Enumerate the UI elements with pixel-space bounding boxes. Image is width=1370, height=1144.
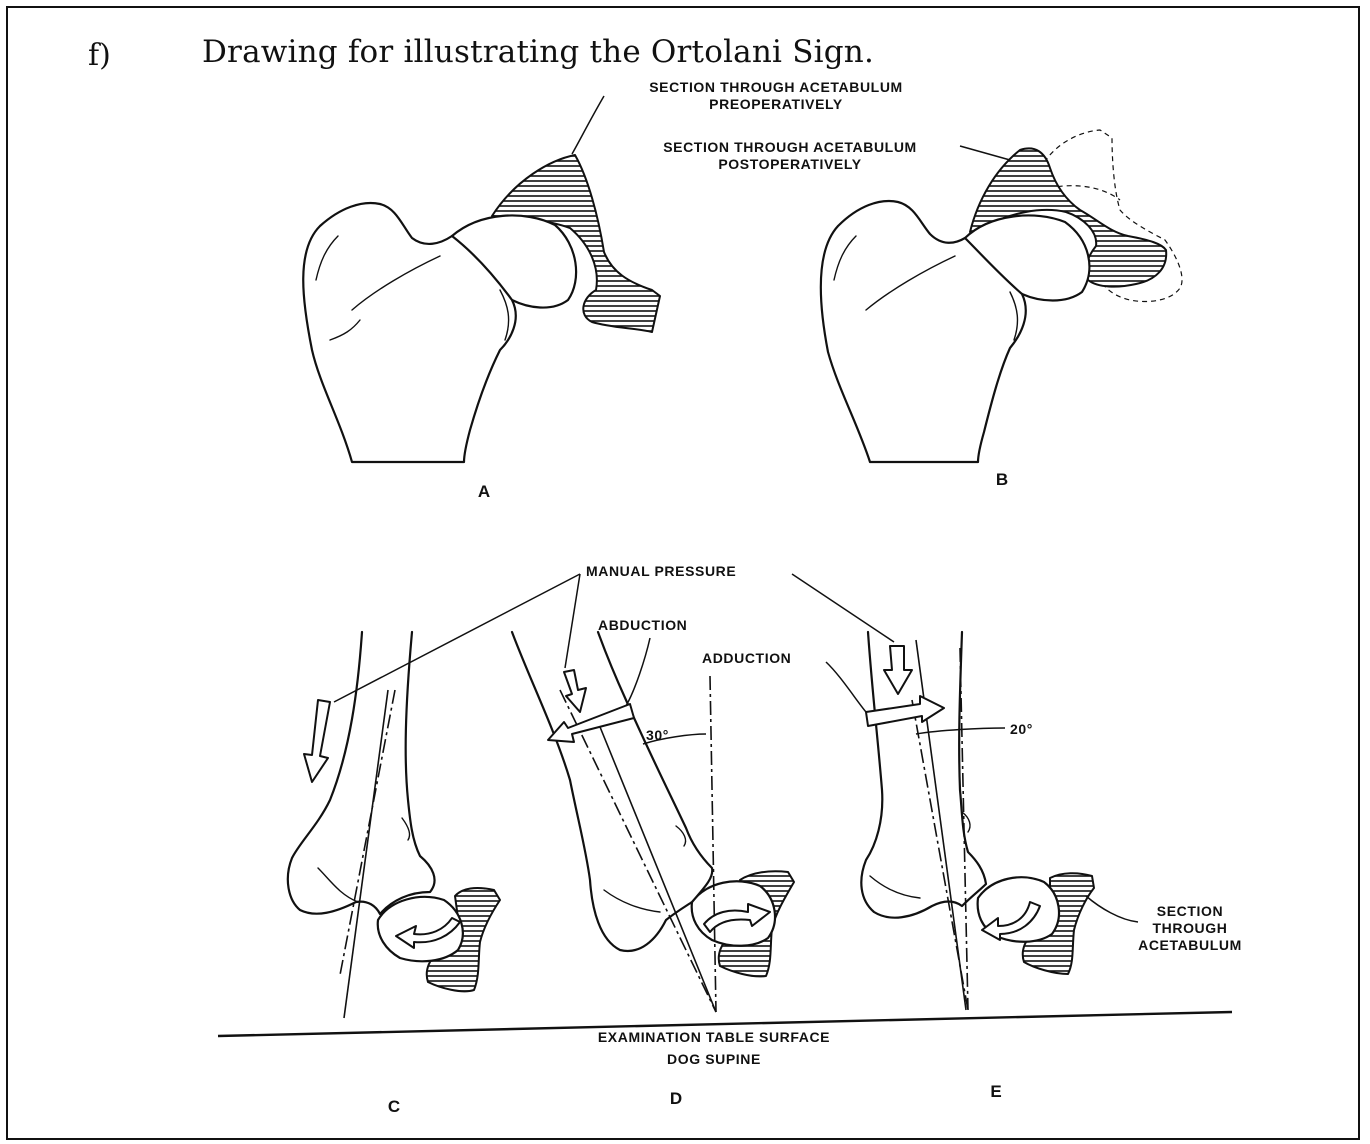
panel-label-d: D <box>670 1089 682 1108</box>
section-label-line3: ACETABULUM <box>1138 937 1242 953</box>
angle-label-e: 20° <box>1010 721 1033 737</box>
leader-postop <box>960 146 1010 160</box>
panel-c-drawing <box>288 632 500 1018</box>
pressure-arrow-c <box>304 700 330 782</box>
table-label-line2: DOG SUPINE <box>667 1051 761 1067</box>
panel-label-b: B <box>996 470 1008 489</box>
section-label-line1: SECTION <box>1157 903 1223 919</box>
panel-a-drawing <box>303 155 660 462</box>
angle-label-d: 30° <box>646 727 669 743</box>
leader-preop <box>572 96 604 154</box>
section-label-line2: THROUGH <box>1153 920 1228 936</box>
panel-label-c: C <box>388 1097 400 1116</box>
panel-b-drawing <box>821 130 1182 462</box>
panel-label-a: A <box>478 482 490 501</box>
vertical-line-d <box>710 676 716 1012</box>
panel-e-drawing: 20° <box>861 632 1094 1010</box>
leader-adduction <box>826 662 866 712</box>
femur-e <box>861 632 986 918</box>
leader-section <box>1086 896 1138 922</box>
postop-label-line1: SECTION THROUGH ACETABULUM <box>663 139 917 155</box>
leader-manual-pressure-e <box>792 574 894 642</box>
manual-pressure-label: MANUAL PRESSURE <box>586 563 736 579</box>
leader-abduction <box>626 638 650 706</box>
table-label-line1: EXAMINATION TABLE SURFACE <box>598 1029 830 1045</box>
adduction-label: ADDUCTION <box>702 650 791 666</box>
preop-label-line1: SECTION THROUGH ACETABULUM <box>649 79 903 95</box>
abduction-label: ABDUCTION <box>598 617 687 633</box>
preop-label-line2: PREOPERATIVELY <box>709 96 843 112</box>
femur-d <box>512 632 712 951</box>
panel-label-e: E <box>990 1082 1001 1101</box>
panel-d-drawing: 30° <box>512 632 794 1012</box>
postop-label-line2: POSTOPERATIVELY <box>718 156 861 172</box>
